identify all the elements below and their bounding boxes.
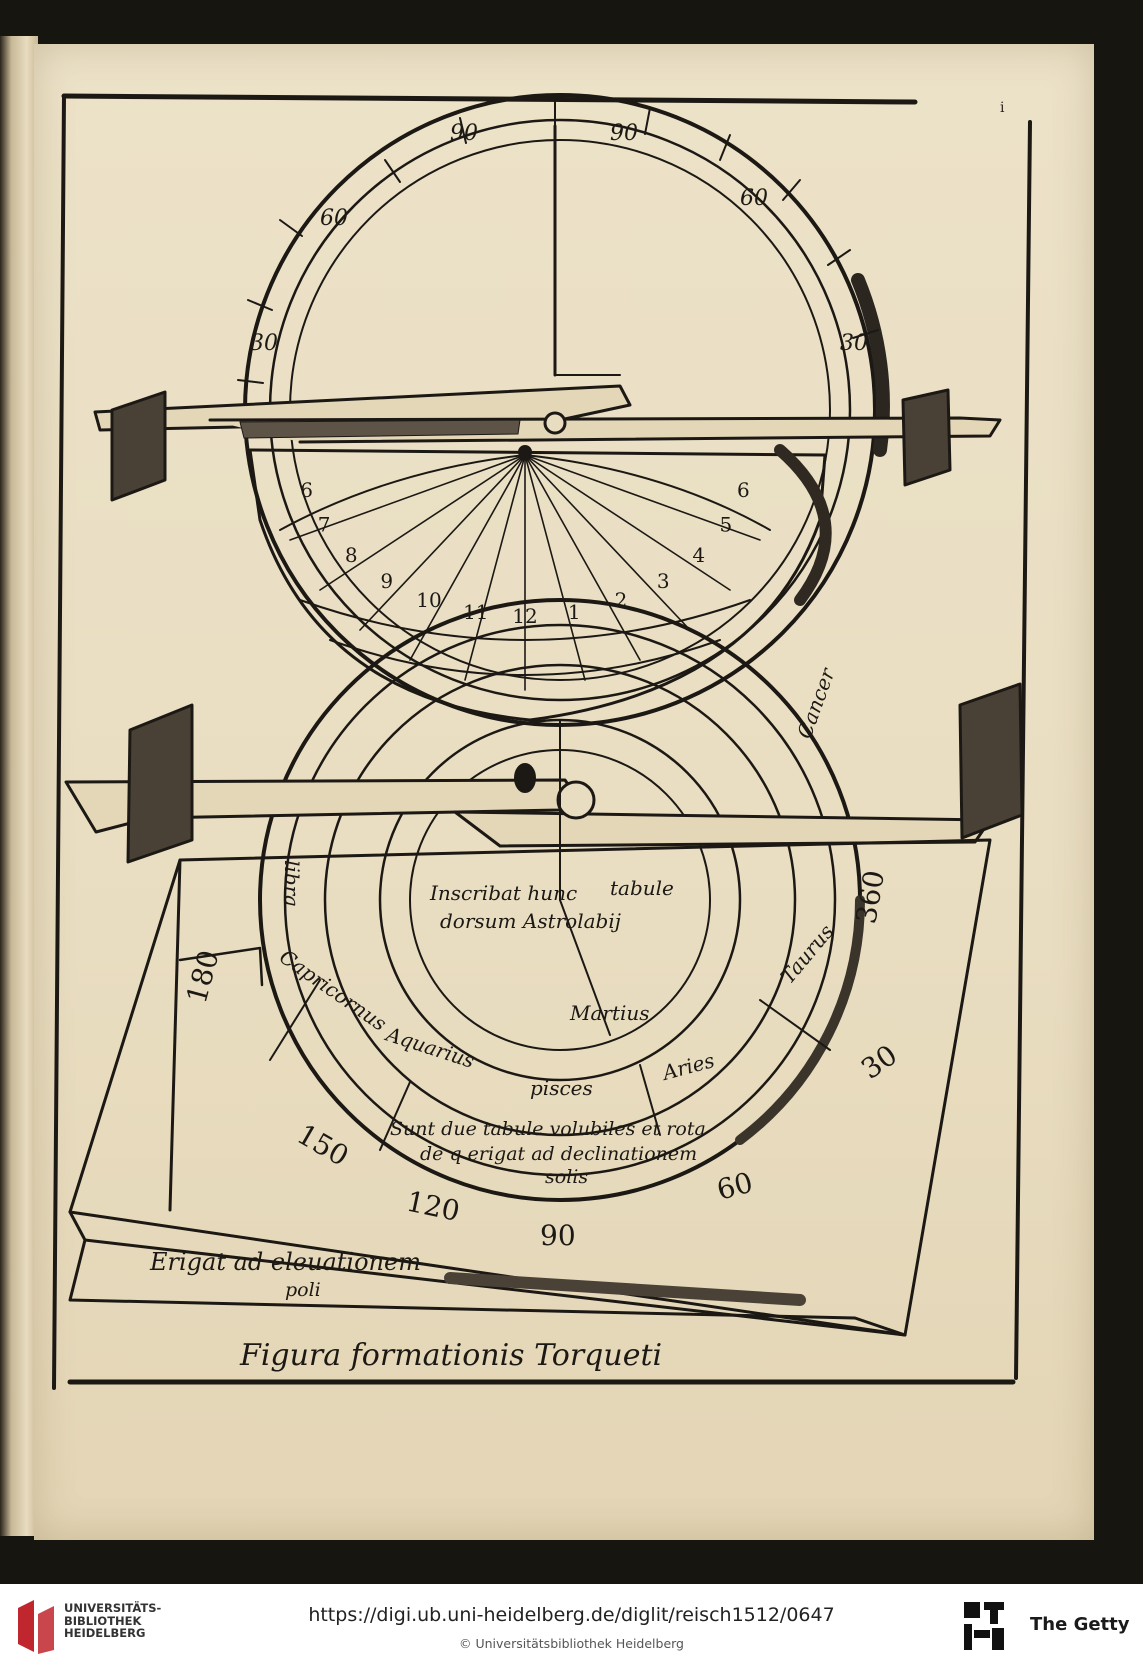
- outer-90: 90: [540, 1219, 576, 1252]
- inscription-line-3: dorsum Astrolabij: [440, 909, 621, 933]
- getty-label[interactable]: The Getty: [1030, 1614, 1130, 1635]
- sign-cancer: Cancer: [792, 664, 840, 742]
- copyright-notice: © Universitätsbibliothek Heidelberg: [458, 1636, 684, 1651]
- hour-label: 2: [615, 588, 628, 612]
- outer-60: 60: [713, 1166, 756, 1207]
- scale-30-right: 30: [840, 331, 868, 356]
- volubles-line-3: solis: [545, 1166, 588, 1188]
- scale-30-left: 30: [250, 331, 278, 356]
- hour-label: 6: [737, 478, 750, 502]
- inscription-line-2: tabule: [610, 876, 674, 900]
- hour-label: 10: [416, 588, 441, 612]
- library-line-3: HEIDELBERG: [64, 1626, 146, 1640]
- scale-60-right: 60: [740, 186, 768, 211]
- hour-label: 11: [463, 600, 488, 624]
- hour-label: 5: [720, 512, 733, 536]
- volubles-line-2: de q erigat ad declinationem: [420, 1143, 697, 1165]
- scale-90-right: 90: [610, 121, 638, 146]
- scale-60-left: 60: [320, 206, 348, 231]
- scale-90-left: 90: [450, 121, 478, 146]
- outer-30: 30: [855, 1038, 903, 1085]
- volubles-line-1: Sunt due tabule volubiles et rota: [390, 1118, 706, 1140]
- permalink-url[interactable]: https://digi.ub.uni-heidelberg.de/diglit…: [308, 1604, 835, 1626]
- outer-150: 150: [292, 1117, 355, 1172]
- inscription-line-1: Inscribat hunc: [429, 881, 577, 905]
- sign-libra: libra: [280, 860, 304, 907]
- getty-logo-icon: [964, 1602, 1004, 1650]
- erigat-line-1: Erigat ad eleuationem: [149, 1248, 421, 1276]
- sign-pisces: pisces: [530, 1076, 593, 1100]
- library-name[interactable]: UNIVERSITÄTS- BIBLIOTHEK HEIDELBERG: [64, 1602, 161, 1640]
- hour-label: 12: [512, 604, 537, 628]
- book-spine-edge: [0, 36, 38, 1536]
- hour-label: 3: [657, 569, 670, 593]
- hour-label: 7: [318, 512, 331, 536]
- month-martius: Martius: [569, 1001, 650, 1025]
- hour-label: 6: [300, 478, 313, 502]
- hour-label: 4: [692, 543, 705, 567]
- library-line-1: UNIVERSITÄTS-: [64, 1601, 162, 1615]
- outer-120: 120: [404, 1185, 463, 1228]
- outer-180: 180: [180, 947, 226, 1007]
- library-line-2: BIBLIOTHEK: [64, 1613, 142, 1628]
- hour-label: 8: [345, 543, 358, 567]
- sign-aquarius: Aquarius: [382, 1021, 478, 1073]
- folio-mark: i: [1000, 100, 1005, 116]
- erigat-line-2: poli: [285, 1279, 321, 1301]
- hour-label: 1: [568, 600, 581, 624]
- figure-caption: Figura formationis Torqueti: [239, 1338, 662, 1373]
- hour-label: 9: [380, 569, 393, 593]
- outer-360: 360: [849, 868, 891, 926]
- sign-aries: Aries: [658, 1048, 717, 1085]
- viewer-footer: UNIVERSITÄTS- BIBLIOTHEK HEIDELBERG http…: [0, 1584, 1143, 1667]
- ub-heidelberg-logo-icon: [18, 1600, 54, 1654]
